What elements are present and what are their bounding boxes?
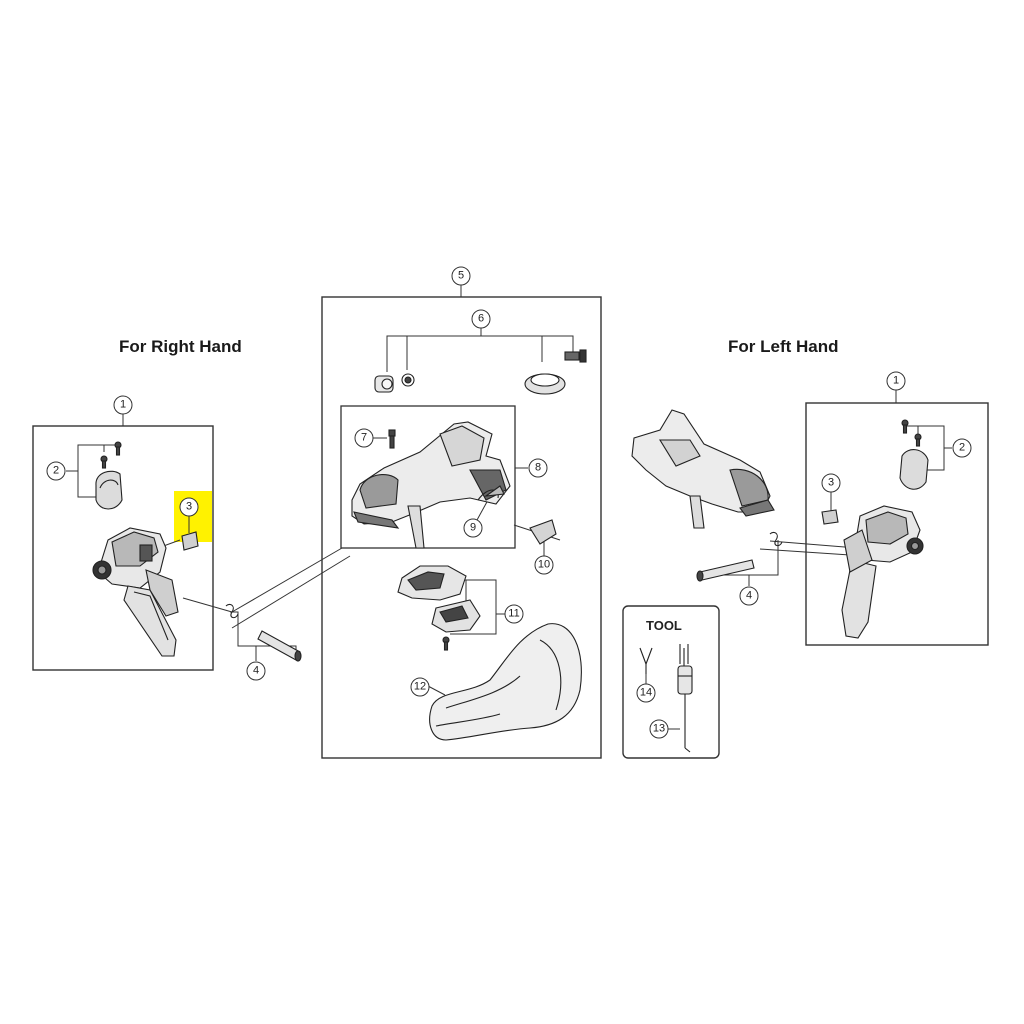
- callout-4-right: 4: [246, 661, 266, 681]
- tool-parts: [639, 644, 693, 753]
- callout-11: 11: [504, 604, 524, 624]
- callout-14: 14: [636, 683, 656, 703]
- right-shift-lever: [92, 441, 239, 657]
- callout-5: 5: [451, 266, 471, 286]
- left-shift-lever: [821, 419, 929, 639]
- callout-8: 8: [528, 458, 548, 478]
- callout-10: 10: [534, 555, 554, 575]
- callout-1-left: 1: [886, 371, 906, 391]
- tool-box: [622, 605, 720, 759]
- left-bracket-body: [631, 409, 775, 529]
- callout-4-left: 4: [739, 586, 759, 606]
- callout-1-right: 1: [113, 395, 133, 415]
- callout-2-left: 2: [952, 438, 972, 458]
- callout-12: 12: [410, 677, 430, 697]
- callout-6: 6: [471, 309, 491, 329]
- left-cable-rod: [696, 531, 783, 582]
- callout-3-right: 3: [179, 497, 199, 517]
- callout-13: 13: [649, 719, 669, 739]
- callout-7: 7: [354, 428, 374, 448]
- right-cable-rod: [257, 630, 302, 662]
- title-right-hand: For Right Hand: [119, 337, 242, 356]
- title-tool: TOOL: [646, 618, 682, 633]
- bracket-body-box: [340, 405, 516, 549]
- callout-9: 9: [463, 518, 483, 538]
- title-left-hand: For Left Hand: [728, 337, 839, 356]
- callout-2-right: 2: [46, 461, 66, 481]
- left-lever-box: [805, 402, 989, 646]
- center-bracket-parts: [351, 349, 587, 741]
- callout-3-left: 3: [821, 473, 841, 493]
